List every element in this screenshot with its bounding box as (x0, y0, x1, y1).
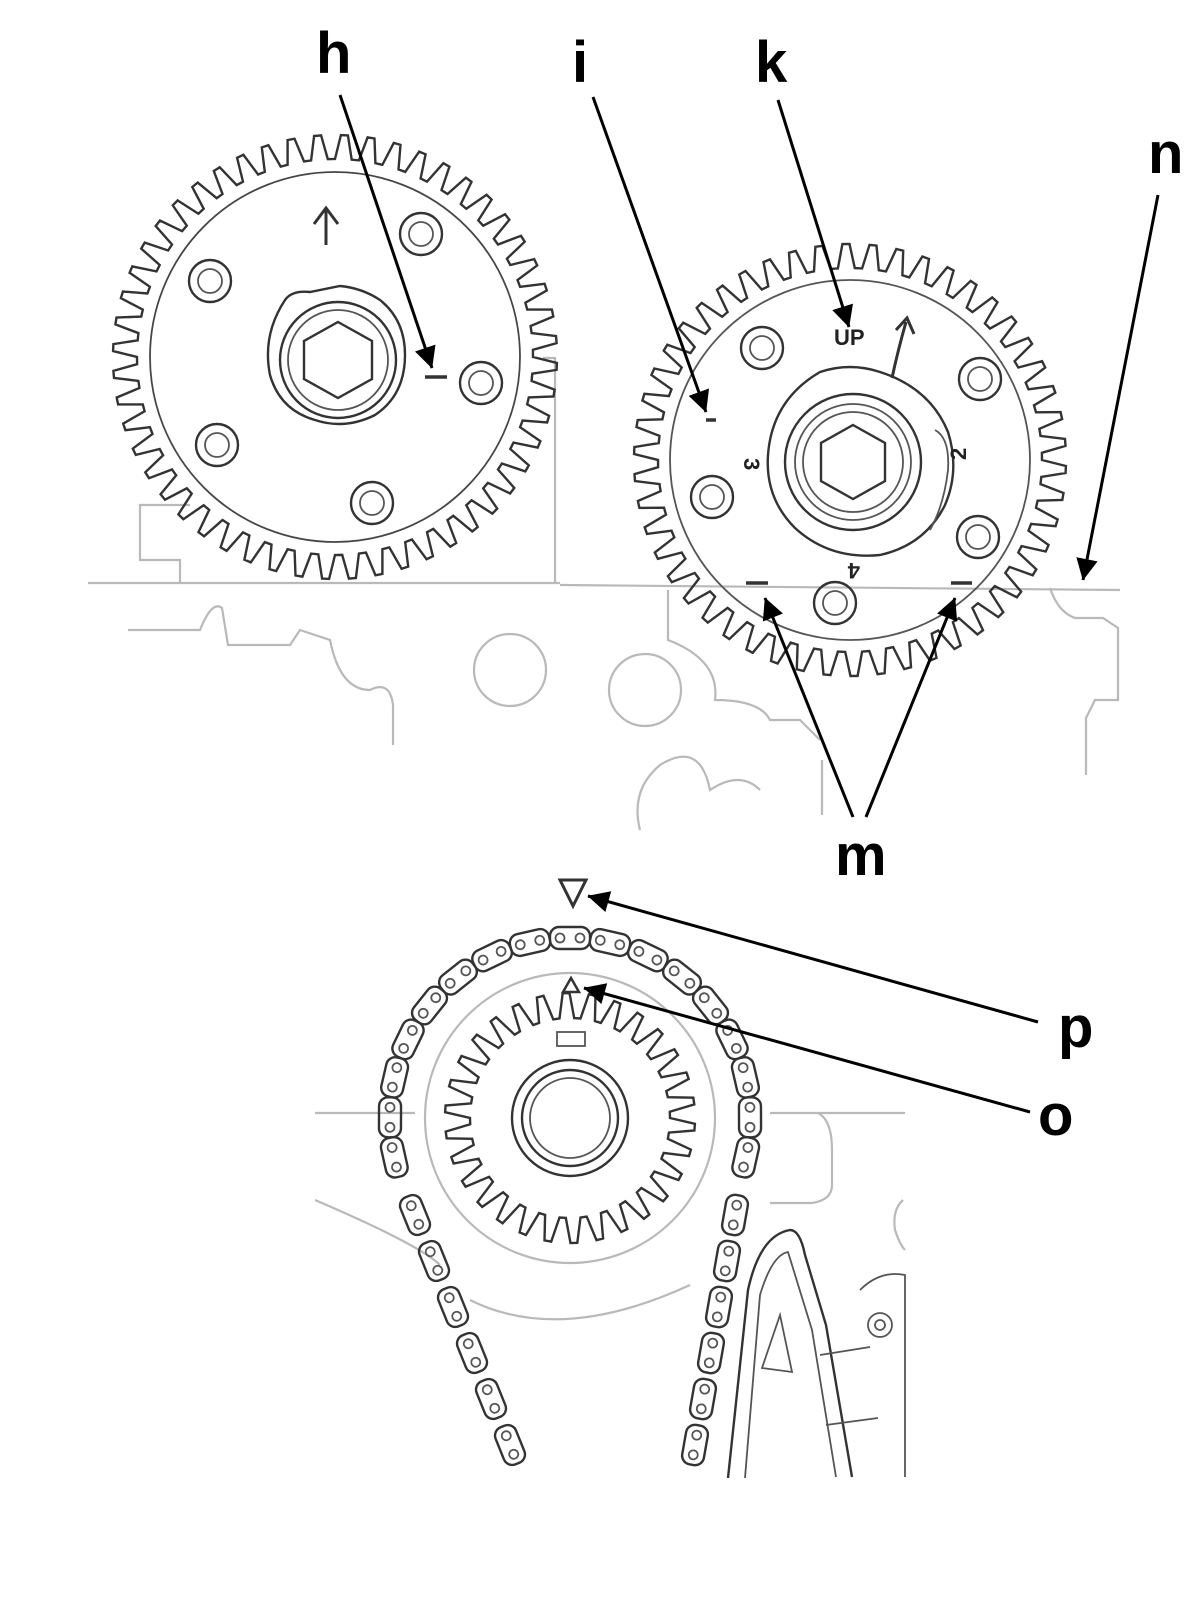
chain-link (508, 927, 552, 958)
arrow-up-icon (312, 205, 340, 245)
bolt (689, 474, 735, 520)
chain-link (730, 1056, 761, 1099)
right-camshaft-sprocket: UP 3 2 4 (632, 242, 1068, 678)
leader-lines (338, 94, 1160, 1114)
chain-link (493, 1423, 527, 1467)
bolt (458, 360, 504, 406)
up-marking: UP (834, 325, 865, 350)
chain-link (436, 1285, 470, 1329)
chain-link (417, 1239, 451, 1283)
arrow-up-right-icon (890, 315, 916, 379)
callout-o: o (1038, 1083, 1073, 1148)
lower-housing-outline (314, 1111, 906, 1321)
chain-link (737, 1096, 763, 1139)
chain-link (588, 927, 632, 958)
cylinder-head-outline (88, 356, 1121, 831)
bolt (955, 514, 1001, 560)
chain-link (398, 1193, 432, 1237)
chain-link (720, 1193, 750, 1237)
callout-i: i (572, 30, 588, 95)
triangle-down-icon (557, 878, 589, 910)
bolt (739, 325, 785, 371)
chain-link (688, 1377, 718, 1421)
callout-h: h (316, 21, 351, 86)
bolt (194, 422, 240, 468)
number-2-marking: 2 (946, 448, 971, 460)
chain-link (379, 1135, 409, 1179)
chain-link (715, 1018, 749, 1061)
chain-link (379, 1056, 410, 1099)
crankshaft-sprocket (423, 971, 717, 1265)
chain-link (474, 1377, 508, 1421)
bolt (398, 211, 444, 257)
chain-link (548, 925, 592, 951)
chain-link (712, 1239, 742, 1283)
callout-k: k (755, 30, 788, 95)
triangle-up-icon (560, 975, 582, 994)
callout-p: p (1058, 995, 1093, 1060)
chain-guide (726, 1228, 906, 1479)
bolt (187, 258, 233, 304)
chain-link (731, 1135, 761, 1179)
left-camshaft-sprocket (111, 133, 559, 581)
chain-link (377, 1096, 403, 1139)
timing-chain (377, 925, 763, 1467)
callout-n: n (1148, 121, 1183, 186)
chain-link (696, 1331, 726, 1375)
chain-link (680, 1423, 710, 1467)
chain-link (455, 1331, 489, 1375)
bolt (957, 356, 1003, 402)
number-3-marking: 3 (739, 458, 764, 470)
callout-m: m (835, 823, 887, 888)
bolt (812, 580, 858, 626)
chain-link (471, 938, 514, 973)
number-4-marking: 4 (847, 558, 860, 583)
bolt (349, 480, 395, 526)
chain-link (704, 1285, 734, 1329)
